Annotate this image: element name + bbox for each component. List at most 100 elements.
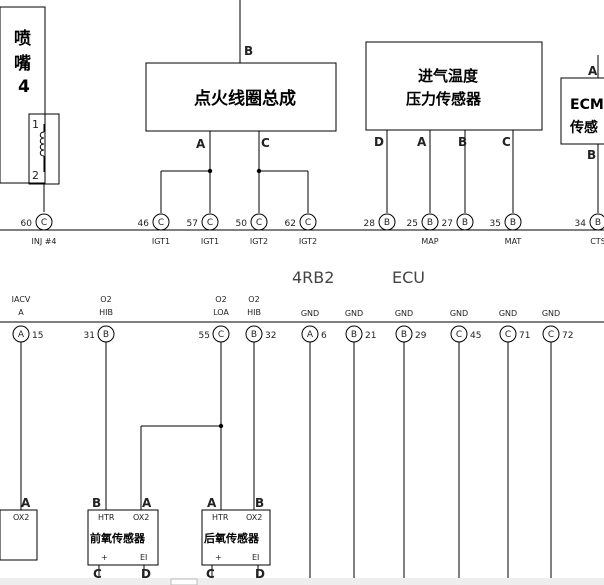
lower-connector-number: 55 bbox=[199, 331, 210, 341]
upper-connector-number: 57 bbox=[187, 219, 198, 229]
upper-connector-number: 25 bbox=[407, 219, 418, 229]
upper-connector-label: MAP bbox=[421, 237, 438, 246]
upper-connector-letter: B bbox=[510, 218, 516, 228]
upper-connector-number: 28 bbox=[364, 219, 376, 229]
lower-connector-letter: B bbox=[251, 330, 257, 340]
lower-connector-signal: IACV bbox=[12, 295, 31, 304]
lower-connector-letter: B bbox=[401, 330, 407, 340]
upper-connector-label: IGT2 bbox=[250, 237, 268, 246]
lower-connector-terminal bbox=[499, 325, 517, 343]
upper-connector-number: 27 bbox=[442, 219, 453, 229]
map-sensor-box bbox=[365, 41, 543, 131]
map-pin-a: A bbox=[417, 135, 427, 149]
lower-connector-letter: B bbox=[351, 330, 357, 340]
iacv-inner-label: OX2 bbox=[13, 513, 29, 522]
lower-connector-number: 21 bbox=[365, 331, 376, 341]
lower-connector-letter: A bbox=[307, 330, 314, 340]
injector-box bbox=[0, 6, 46, 184]
upper-connector-label: IGT1 bbox=[152, 237, 170, 246]
lower-connector-terminal bbox=[245, 325, 263, 343]
lower-connector-number: 45 bbox=[470, 331, 481, 341]
upper-connector-letter: B bbox=[595, 218, 601, 228]
upper-connector-terminal bbox=[299, 213, 317, 231]
lower-connector-terminal bbox=[212, 325, 230, 343]
front-o2-pin-b: B bbox=[92, 496, 101, 510]
lower-connector-terminal bbox=[301, 325, 319, 343]
injector-char-2: 嘴 bbox=[14, 54, 31, 74]
upper-connector-label: INJ #4 bbox=[31, 237, 56, 246]
rear-o2-pin-c: C bbox=[206, 567, 215, 581]
lower-connector-terminal bbox=[345, 325, 363, 343]
upper-connector-letter: C bbox=[158, 218, 164, 228]
upper-connector-number: 34 bbox=[575, 219, 587, 229]
lower-connector-number: 72 bbox=[562, 331, 573, 341]
lower-connector-letter: B bbox=[103, 330, 109, 340]
upper-connector-letter: B bbox=[462, 218, 468, 228]
injector-pin-2: 2 bbox=[32, 169, 39, 182]
rear-o2-pin-d: D bbox=[255, 567, 265, 581]
upper-connector-terminal bbox=[378, 213, 396, 231]
injector-pin-1: 1 bbox=[32, 118, 39, 131]
lower-connector-signal: GND bbox=[450, 309, 468, 318]
front-o2-ei: EI bbox=[140, 553, 147, 562]
upper-connector-number: 46 bbox=[138, 219, 150, 229]
upper-connector-number: 62 bbox=[285, 219, 296, 229]
rear-o2-ei: EI bbox=[252, 553, 259, 562]
upper-connector-terminal bbox=[456, 213, 474, 231]
upper-connector-terminal bbox=[152, 213, 170, 231]
upper-connector-label: IGT1 bbox=[201, 237, 219, 246]
lower-connector-number: 15 bbox=[32, 331, 43, 341]
front-o2-box bbox=[87, 509, 159, 566]
lower-connector-signal: GND bbox=[499, 309, 517, 318]
upper-connector-terminal bbox=[35, 213, 53, 231]
ignition-pin-b: B bbox=[244, 44, 253, 58]
upper-connector-letter: C bbox=[41, 218, 47, 228]
front-o2-ox2: OX2 bbox=[133, 513, 149, 522]
lower-connector-signal-sub: HIB bbox=[247, 308, 261, 317]
lower-connector-letter: A bbox=[18, 330, 25, 340]
ecm-sensor-title-2: 传感 bbox=[569, 119, 598, 136]
lower-connector-signal: O2 bbox=[248, 295, 259, 304]
front-o2-plus: + bbox=[101, 553, 108, 562]
bottom-strip bbox=[0, 578, 604, 585]
iacv-pin-a: A bbox=[21, 496, 31, 510]
ignition-coil-box bbox=[145, 62, 337, 132]
lower-connector-letter: C bbox=[505, 330, 511, 340]
lower-connector-number: 32 bbox=[265, 331, 276, 341]
junction-dot bbox=[218, 423, 224, 429]
upper-connector-label: MAT bbox=[505, 237, 522, 246]
lower-connector-number: 29 bbox=[415, 331, 427, 341]
rear-o2-plus: + bbox=[215, 553, 222, 562]
lower-connector-signal: GND bbox=[542, 309, 560, 318]
lower-connector-signal-sub: A bbox=[18, 308, 24, 317]
lower-connector-terminal bbox=[97, 325, 115, 343]
lower-connector-terminal bbox=[450, 325, 468, 343]
ignition-pin-a: A bbox=[196, 137, 206, 151]
upper-connector-label: IGT2 bbox=[299, 237, 317, 246]
lower-connector-signal: O2 bbox=[100, 295, 111, 304]
map-sensor-title-2: 压力传感器 bbox=[406, 90, 482, 108]
upper-connector-letter: B bbox=[427, 218, 433, 228]
rear-o2-title: 后氧传感器 bbox=[204, 531, 260, 545]
ecm-sensor-box bbox=[560, 77, 604, 145]
lower-connector-signal: GND bbox=[395, 309, 413, 318]
lower-connector-terminal bbox=[395, 325, 413, 343]
map-sensor-title-1: 进气温度 bbox=[418, 67, 479, 85]
front-o2-title: 前氧传感器 bbox=[90, 531, 146, 545]
lower-connector-signal: O2 bbox=[215, 295, 226, 304]
lower-connector-number: 71 bbox=[519, 331, 530, 341]
lower-connector-terminal bbox=[12, 325, 30, 343]
scroll-thumb[interactable] bbox=[170, 578, 198, 585]
upper-connector-letter: C bbox=[207, 218, 213, 228]
front-o2-pin-d: D bbox=[141, 567, 151, 581]
ecu-name: ECU bbox=[392, 268, 425, 287]
upper-connector-letter: C bbox=[256, 218, 262, 228]
ignition-pin-c: C bbox=[261, 136, 270, 150]
lower-connector-number: 6 bbox=[321, 331, 327, 341]
upper-connector-number: 60 bbox=[21, 219, 33, 229]
upper-connector-terminal bbox=[421, 213, 439, 231]
ecu-model: 4RB2 bbox=[292, 268, 334, 287]
upper-connector-number: 35 bbox=[490, 219, 501, 229]
